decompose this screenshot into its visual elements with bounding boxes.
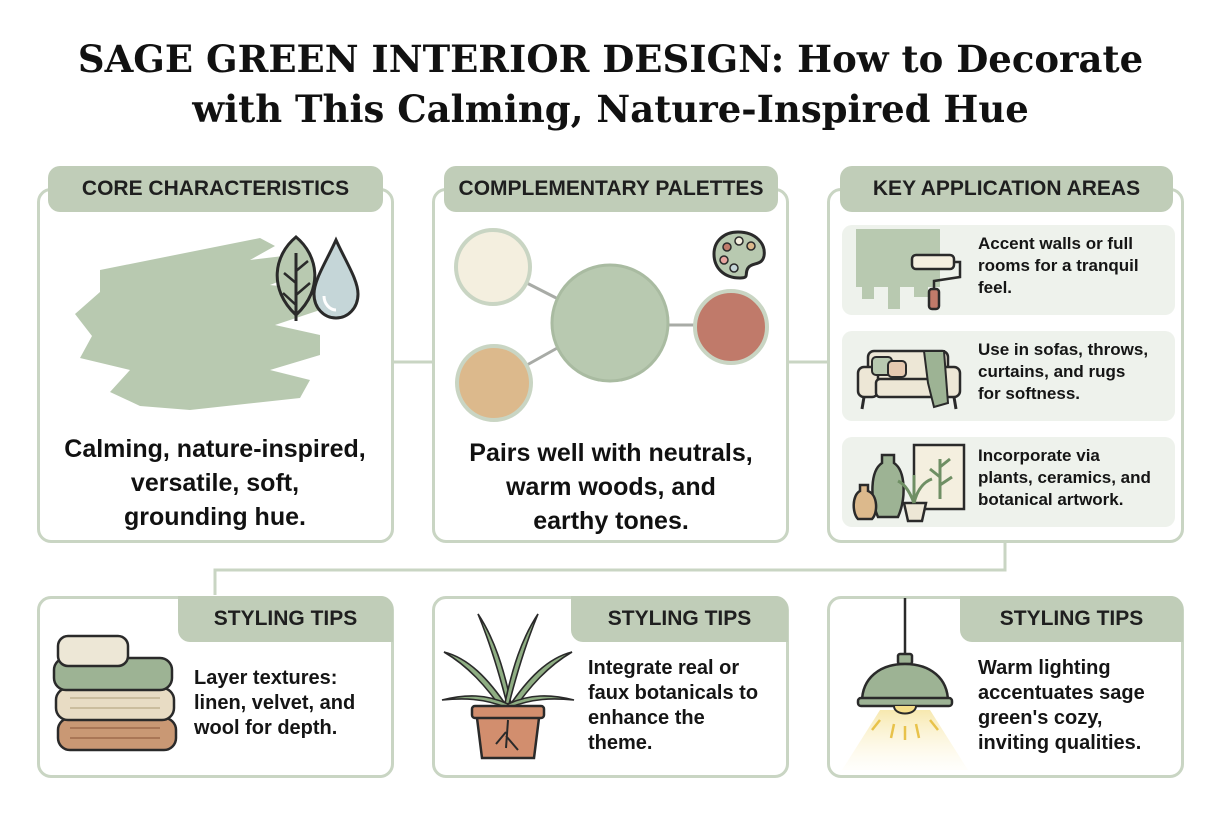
sofa-icon (856, 349, 962, 410)
sage-swatch (550, 263, 670, 383)
application-text-1: Accent walls or full rooms for a tranqui… (978, 234, 1139, 297)
paint-roller-icon (856, 229, 962, 311)
potted-fern-icon (441, 613, 575, 760)
pendant-lamp-icon (842, 598, 968, 770)
application-text-3: Incorporate via plants, ceramics, and bo… (978, 446, 1151, 509)
artist-palette-icon (712, 230, 766, 280)
page-title: SAGE GREEN INTERIOR DESIGN: How to Decor… (0, 34, 1221, 134)
title-line-1: SAGE GREEN INTERIOR DESIGN: How to Decor… (77, 37, 1144, 81)
styling-tip-text-2: Integrate real or faux botanicals to enh… (588, 657, 759, 754)
application-row: Incorporate via plants, ceramics, and bo… (842, 437, 1175, 527)
paint-swatch-icon (75, 238, 320, 410)
wood-swatch (455, 344, 533, 422)
water-drop-icon (312, 236, 360, 320)
leaf-icon (275, 235, 317, 321)
application-text-2: Use in sofas, throws, curtains, and rugs… (978, 340, 1149, 403)
core-characteristics-description: Calming, nature-inspired, versatile, sof… (64, 435, 366, 531)
key-application-areas-card: Accent walls or full rooms for a tranqui… (827, 188, 1184, 543)
complementary-palettes-heading: COMPLEMENTARY PALETTES (444, 166, 778, 212)
styling-tips-heading: STYLING TIPS (178, 596, 393, 642)
styling-tip-text-3: Warm lighting accentuates sage green's c… (978, 657, 1145, 754)
cream-swatch (454, 228, 532, 306)
title-line-2: with This Calming, Nature-Inspired Hue (192, 87, 1029, 131)
core-characteristics-heading: CORE CHARACTERISTICS (48, 166, 383, 212)
key-application-areas-heading: KEY APPLICATION AREAS (840, 166, 1173, 212)
terracotta-swatch (693, 289, 769, 365)
styling-tips-heading: STYLING TIPS (571, 596, 788, 642)
folded-textiles-icon (52, 634, 178, 752)
color-palette-diagram (454, 228, 769, 422)
styling-tips-heading: STYLING TIPS (960, 596, 1183, 642)
application-row: Use in sofas, throws, curtains, and rugs… (842, 331, 1175, 421)
complementary-palettes-description: Pairs well with neutrals, warm woods, an… (469, 439, 753, 535)
application-row: Accent walls or full rooms for a tranqui… (842, 225, 1175, 315)
styling-tip-text-1: Layer textures: linen, velvet, and wool … (194, 667, 356, 739)
vase-plant-artwork-icon (852, 443, 966, 523)
